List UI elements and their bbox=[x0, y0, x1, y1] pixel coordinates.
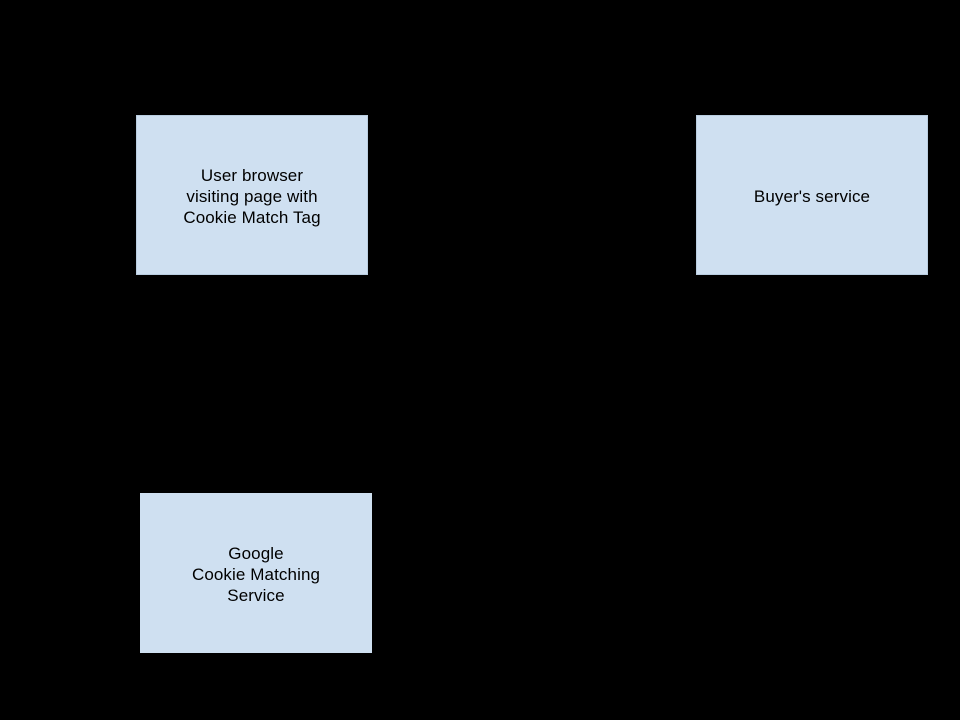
diagram-node-google-cookie-matching-service-label: Google Cookie Matching Service bbox=[191, 543, 321, 605]
diagram-node-buyers-service[interactable]: Buyer's service bbox=[696, 115, 928, 275]
diagram-node-user-browser-label: User browser visiting page with Cookie M… bbox=[183, 165, 321, 227]
diagram-node-user-browser[interactable]: User browser visiting page with Cookie M… bbox=[136, 115, 368, 275]
diagram-node-buyers-service-label: Buyer's service bbox=[753, 186, 871, 206]
diagram-node-google-cookie-matching-service[interactable]: Google Cookie Matching Service bbox=[140, 493, 372, 653]
